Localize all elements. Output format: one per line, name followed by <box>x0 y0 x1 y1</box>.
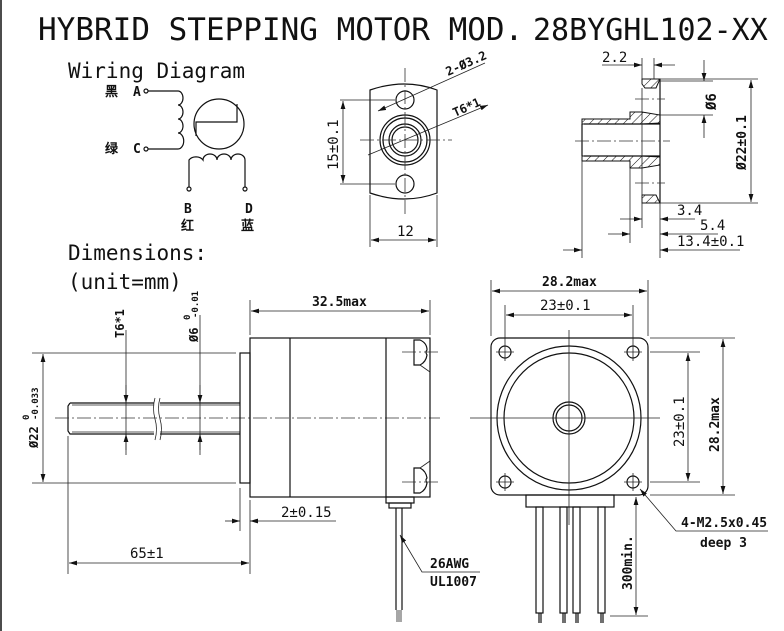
overall-length-label: 13.4±0.1 <box>677 234 744 250</box>
pilot-dia-label: Ø22 <box>27 426 41 449</box>
wire-ends <box>538 613 604 623</box>
flange-section-bottom <box>641 194 661 204</box>
overall-width-label: 28.2max <box>542 275 597 290</box>
units-note: (unit=mm) <box>68 270 182 294</box>
hole-pitch-v-label: 23±0.1 <box>672 396 688 447</box>
terminal-b-dot <box>186 186 192 192</box>
shaft-dia-label: Ø6 <box>187 328 201 343</box>
body-section-top <box>581 111 661 125</box>
rotor-step <box>195 104 238 136</box>
terminal-a-dot <box>143 88 149 94</box>
lead-wire <box>597 506 606 614</box>
nut-thread-label: T6*1 <box>451 95 483 120</box>
wire-leader <box>399 534 480 573</box>
lead-wire <box>535 506 544 614</box>
shaft-tol-upper: 0 <box>183 315 193 320</box>
mount-thread-label: 4-M2.5x0.45 <box>681 516 767 531</box>
lead-connector <box>525 494 615 508</box>
wire-standard-label: UL1007 <box>430 575 477 590</box>
overall-height-label: 28.2max <box>708 397 723 452</box>
flange-thickness-label: 2.2 <box>602 50 627 66</box>
motor-body <box>249 337 431 498</box>
lead-wires <box>535 506 606 623</box>
screw-bottom-chamfer <box>419 460 431 469</box>
nut-section-view: 2.2 Ø6 Ø22±0.1 3.4 5.4 13.4±0.1 <box>563 50 758 258</box>
terminal-b-label: B <box>184 202 192 217</box>
mount-depth-label: deep 3 <box>700 536 747 551</box>
terminal-c-color: 绿 <box>105 141 119 157</box>
coil-bd <box>188 153 246 187</box>
wiring-diagram: Wiring Diagram 黑 A 绿 C B 红 D 蓝 <box>68 59 254 234</box>
motor-side-view: 26AWG UL1007 T6*1 Ø6 0 -0.01 Ø22 0 -0.03… <box>22 291 480 622</box>
flange-dia-label: Ø22±0.1 <box>735 115 750 171</box>
hole-pitch-h-label: 23±0.1 <box>540 298 591 314</box>
shaft-thread-label: T6*1 <box>113 309 127 338</box>
screw-top <box>413 339 428 366</box>
wire-gauge-label: 26AWG <box>430 557 469 572</box>
body-length-label: 32.5max <box>312 295 367 310</box>
body-section-bottom <box>581 155 661 169</box>
hole-crosshairs <box>496 343 642 491</box>
shaft-length-label: 65±1 <box>130 546 164 562</box>
terminal-d-color: 蓝 <box>241 218 254 234</box>
terminal-c-label: C <box>133 142 141 157</box>
mount-thread-leader <box>639 488 768 532</box>
terminal-d-dot <box>242 186 248 192</box>
lead-wire <box>572 506 581 614</box>
cable-grommet <box>385 496 415 504</box>
terminal-c-dot <box>143 146 149 152</box>
nut-width-label: 12 <box>397 224 414 240</box>
terminal-d-label: D <box>245 202 253 217</box>
rotor-symbol <box>193 98 245 150</box>
nut-flange-outline <box>369 83 438 200</box>
shaft-break-gap <box>154 398 160 440</box>
lead-length-label: 300min. <box>621 535 636 590</box>
title-prefix: HYBRID STEPPING MOTOR MOD. <box>38 12 523 48</box>
pilot-tol-upper: 0 <box>22 415 32 420</box>
shaft-break-right <box>158 397 162 441</box>
dimensions-heading: Dimensions: <box>68 241 207 265</box>
bore-label: Ø6 <box>704 93 720 111</box>
screw-top-chamfer <box>419 364 431 373</box>
screw-bottom <box>413 467 428 494</box>
cable-grommet-base <box>388 502 412 509</box>
flange-section-top <box>641 78 661 89</box>
pilot-tol-lower: -0.033 <box>31 387 41 420</box>
terminal-a-color: 黑 <box>105 85 118 100</box>
shaft-tol-lower: -0.01 <box>191 291 201 318</box>
mount-holes <box>496 343 642 491</box>
terminal-a-label: A <box>133 85 141 100</box>
title-model: 28BYGHL102-XX <box>533 13 768 48</box>
nut-front-view: 2-Ø3.2 T6*1 15±0.1 12 <box>326 48 489 247</box>
motor-front-view: 28.2max 23±0.1 23±0.1 28.2max 4-M2.5x0.4… <box>470 275 768 623</box>
dim-b-label: 5.4 <box>700 218 725 234</box>
shaft-break-left <box>153 397 157 441</box>
thread-leader <box>367 104 489 156</box>
dim-a-label: 3.4 <box>677 203 702 219</box>
lead-wire <box>559 506 568 614</box>
coil-ac <box>148 90 185 150</box>
terminal-b-color: 红 <box>181 218 194 234</box>
pilot-height-label: 2±0.15 <box>281 505 332 521</box>
hole-spec-label: 2-Ø3.2 <box>444 48 489 78</box>
wiring-heading: Wiring Diagram <box>68 59 245 83</box>
hole-leader <box>377 62 486 112</box>
hole-spacing-label: 15±0.1 <box>326 119 342 170</box>
front-flange <box>490 337 649 496</box>
